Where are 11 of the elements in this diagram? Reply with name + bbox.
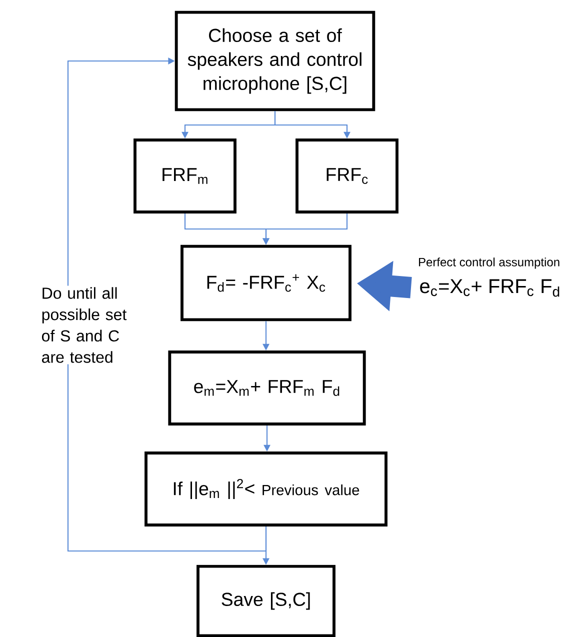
process-box: Save [S,C]	[196, 564, 336, 637]
process-box: FRF$_{m}$	[134, 138, 236, 214]
process-box: If ||e$_{m}$ ||$^{2}$< Previous value	[144, 452, 388, 526]
caption-text: Perfect control assumption	[419, 258, 560, 269]
note-text: Do until all possible set of S and C are tested	[40, 286, 144, 364]
process-box: e$_{m}$=X$_{m}$+ FRF$_{m}$ F$_{d}$	[168, 350, 366, 426]
process-box: F$_{d}$= -FRF$_{c}$$^{+}$ X$_{c}$	[180, 244, 352, 322]
process-box: FRF$_{c}$	[296, 138, 398, 214]
equation-text: e$_{c}$=X$_{c}$+ FRF$_{c}$ F$_{d}$	[420, 279, 560, 297]
arrow	[67, 58, 267, 552]
process-box: Choose a set of speakers and control microphone [S,C]	[174, 10, 376, 112]
